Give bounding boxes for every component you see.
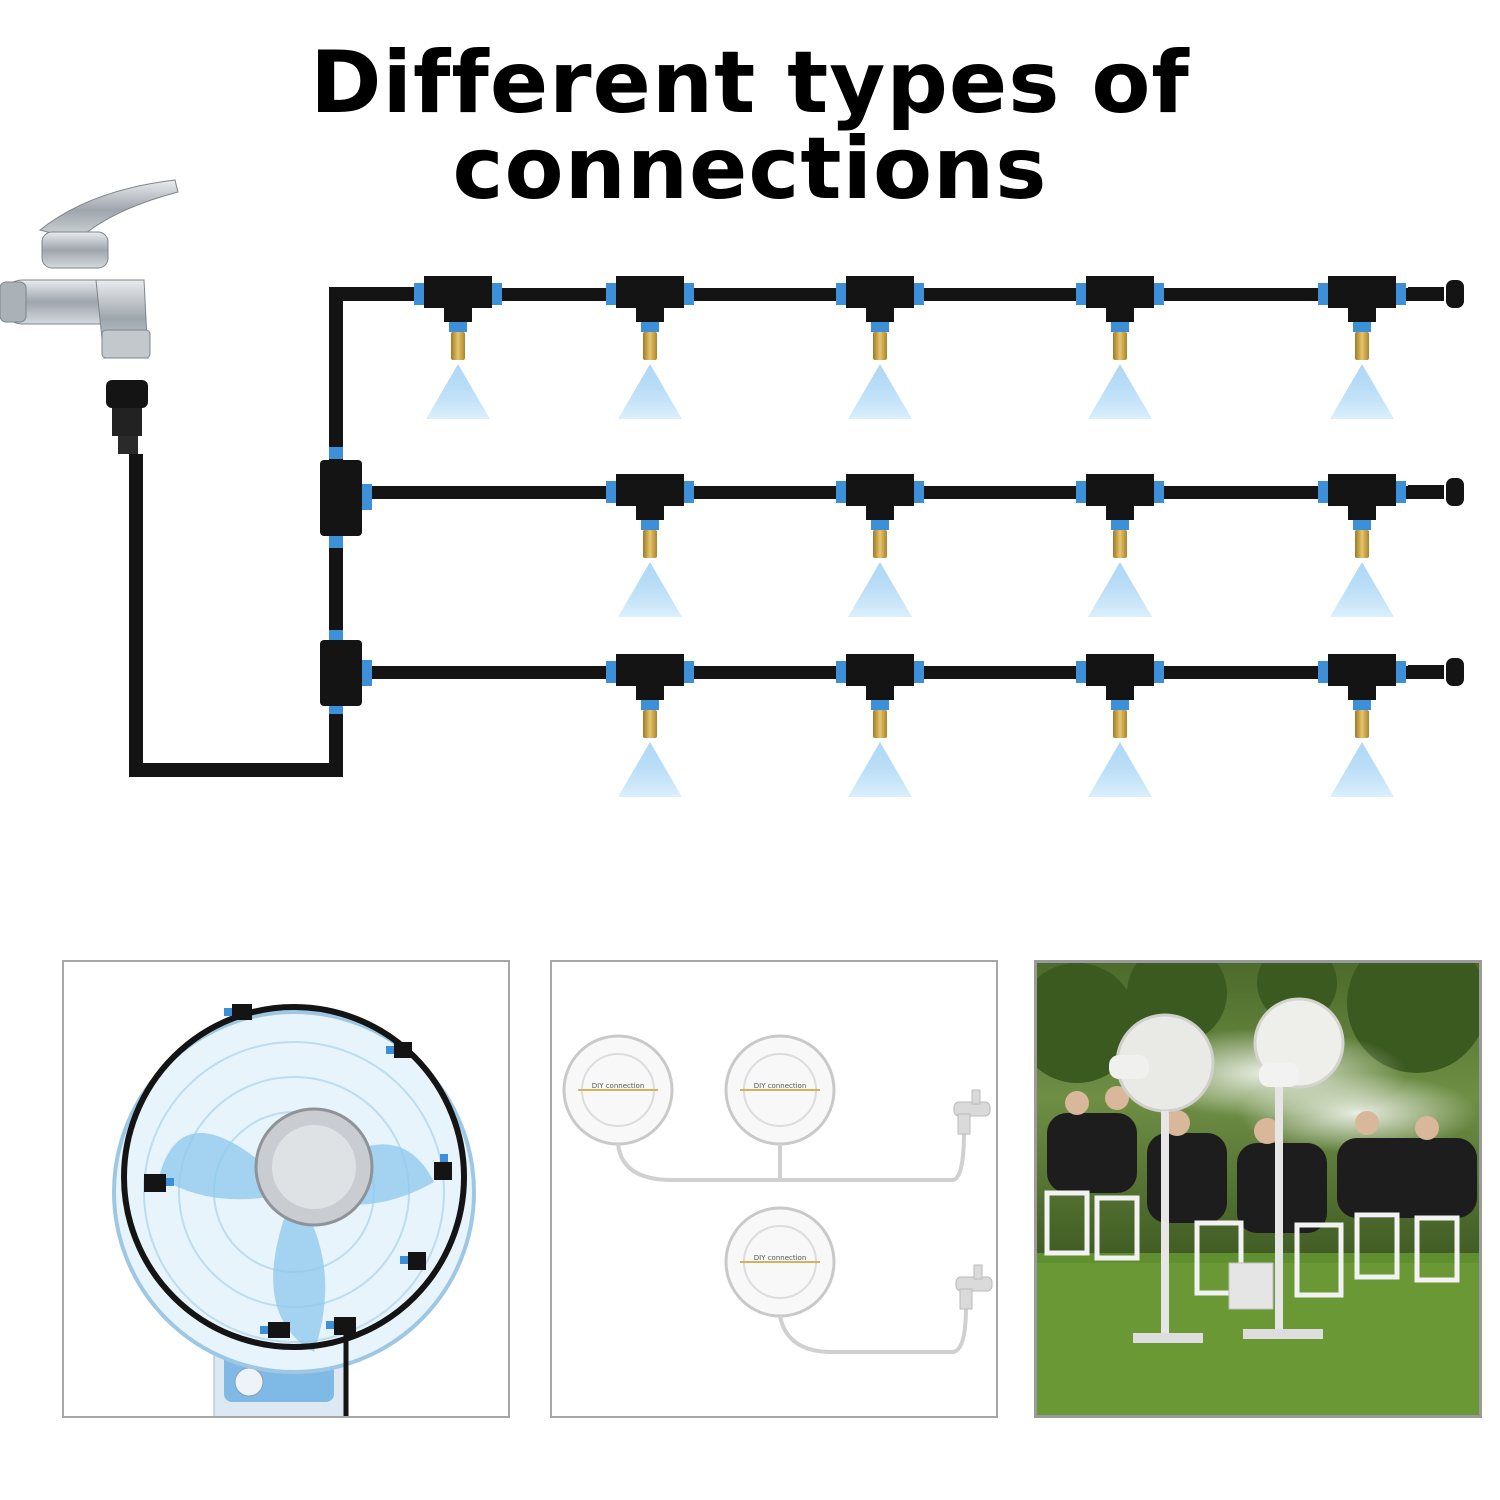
faucet-icon <box>0 179 179 359</box>
mist-spray-icon <box>1330 364 1394 419</box>
mist-spray-icon <box>426 364 490 419</box>
tee-connector-icon <box>606 474 694 617</box>
tee-connector-icon <box>1318 654 1406 797</box>
fan-knob-icon <box>234 1367 264 1397</box>
nozzle-icon <box>1113 530 1127 558</box>
mist-spray-icon <box>618 364 682 419</box>
nozzle-icon <box>451 332 465 360</box>
branch-tee-icon <box>320 460 372 536</box>
diy-fan-icon <box>562 1034 674 1146</box>
diy-faucet-icon <box>955 1264 993 1310</box>
pump-box <box>1228 1262 1274 1310</box>
mist-spray-icon <box>1330 562 1394 617</box>
tee-connector-icon <box>836 654 924 797</box>
diy-fan-icon <box>724 1206 836 1318</box>
tee-connector-icon <box>414 276 502 419</box>
diy-faucet-icon <box>953 1089 991 1135</box>
misting-pipe-diagram <box>0 179 1464 797</box>
tee-connector-icon <box>1318 474 1406 617</box>
mist-spray-icon <box>1088 742 1152 797</box>
main-feed-pipe <box>129 287 415 777</box>
standing-fan-icon <box>1243 997 1345 1339</box>
nozzle-icon <box>1113 332 1127 360</box>
diy-hose <box>778 1306 968 1354</box>
tee-connector-icon <box>836 276 924 419</box>
nozzle-icon <box>643 530 657 558</box>
nozzle-icon <box>1113 710 1127 738</box>
diy-label-1: DIY connection <box>592 1082 645 1090</box>
diy-connection-panel: DIY connection DIY connection DIY connec… <box>550 960 998 1418</box>
tee-connector-icon <box>606 654 694 797</box>
page-title: Different types of connections <box>310 33 1190 219</box>
mist-spray-icon <box>1088 562 1152 617</box>
nozzle-icon <box>873 530 887 558</box>
end-plug-icon <box>1408 658 1464 686</box>
fan-illustration <box>64 962 508 1416</box>
tee-connector-icon <box>1318 276 1406 419</box>
end-plug-icon <box>1408 478 1464 506</box>
tee-connector-icon <box>1076 654 1164 797</box>
nozzle-icon <box>643 332 657 360</box>
end-plug-icon <box>1408 280 1464 308</box>
diy-hose <box>616 1131 966 1182</box>
tee-connector-icon <box>606 276 694 419</box>
mist-ring-pipe <box>121 1004 467 1350</box>
mist-spray-icon <box>848 742 912 797</box>
mist-spray-icon <box>618 562 682 617</box>
diy-label-2: DIY connection <box>754 1082 807 1090</box>
outdoor-event-photo <box>1034 960 1482 1418</box>
mist-spray-icon <box>1330 742 1394 797</box>
tee-connector-icon <box>1076 276 1164 419</box>
diy-label-3: DIY connection <box>754 1254 807 1262</box>
mist-spray-icon <box>848 364 912 419</box>
tee-connector-icon <box>836 474 924 617</box>
nozzle-icon <box>1355 710 1369 738</box>
quick-connector-icon <box>106 380 148 454</box>
tee-connector-icon <box>1076 474 1164 617</box>
standing-fan-icon <box>1109 1013 1215 1343</box>
mist-spray-icon <box>1088 364 1152 419</box>
nozzle-icon <box>873 332 887 360</box>
fan-ring-panel <box>62 960 510 1418</box>
mist-spray-icon <box>618 742 682 797</box>
nozzle-icon <box>643 710 657 738</box>
nozzle-icon <box>1355 332 1369 360</box>
diy-fan-icon <box>724 1034 836 1146</box>
nozzle-icon <box>1355 530 1369 558</box>
nozzle-icon <box>873 710 887 738</box>
branch-tee-icon <box>320 640 372 706</box>
mist-spray-icon <box>848 562 912 617</box>
